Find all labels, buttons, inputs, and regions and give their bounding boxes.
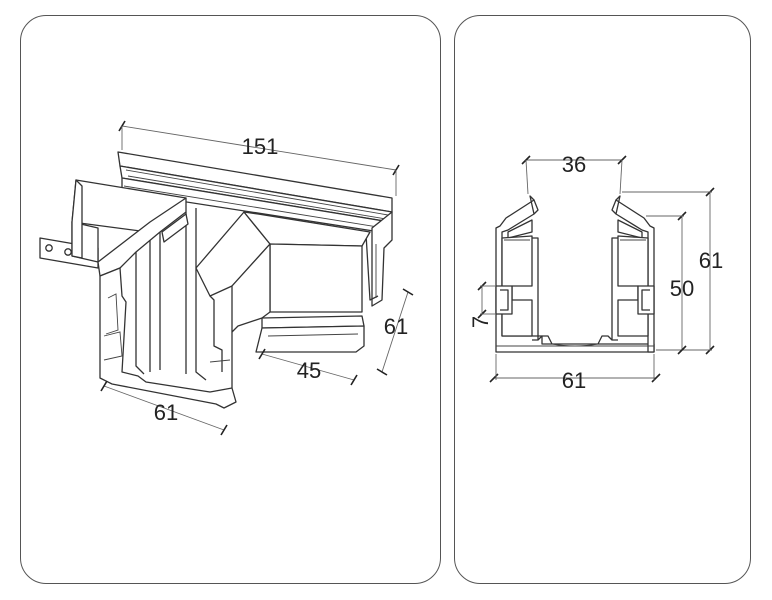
profile-cross-section xyxy=(495,195,655,353)
dim-length-151: 151 xyxy=(242,134,279,159)
branch-side-wall xyxy=(269,243,363,313)
dim-total-height-61: 61 xyxy=(699,248,723,273)
profile-right-lip xyxy=(617,219,643,239)
profile-right-wall xyxy=(615,195,655,353)
dim-slot-7: 7 xyxy=(468,316,493,328)
dim-width-61-right: 61 xyxy=(562,368,586,393)
dim-inner-height-50: 50 xyxy=(670,276,694,301)
t-connector-isometric xyxy=(39,120,414,436)
dim-height-61-left: 61 xyxy=(384,314,408,339)
dim-branch-45: 45 xyxy=(297,358,321,383)
front-profile-inner-lip xyxy=(161,213,189,243)
front-profile-face xyxy=(99,267,237,409)
left-module-side xyxy=(71,179,83,259)
dim-opening-36: 36 xyxy=(562,152,586,177)
dimension-lines-left xyxy=(100,120,414,436)
dim-width-61-left: 61 xyxy=(154,400,178,425)
profile-left-lip xyxy=(507,219,533,239)
branch-roof xyxy=(243,211,371,247)
dimension-lines-right xyxy=(477,155,715,383)
branch-base xyxy=(255,325,365,353)
main-channel-end xyxy=(371,211,393,307)
